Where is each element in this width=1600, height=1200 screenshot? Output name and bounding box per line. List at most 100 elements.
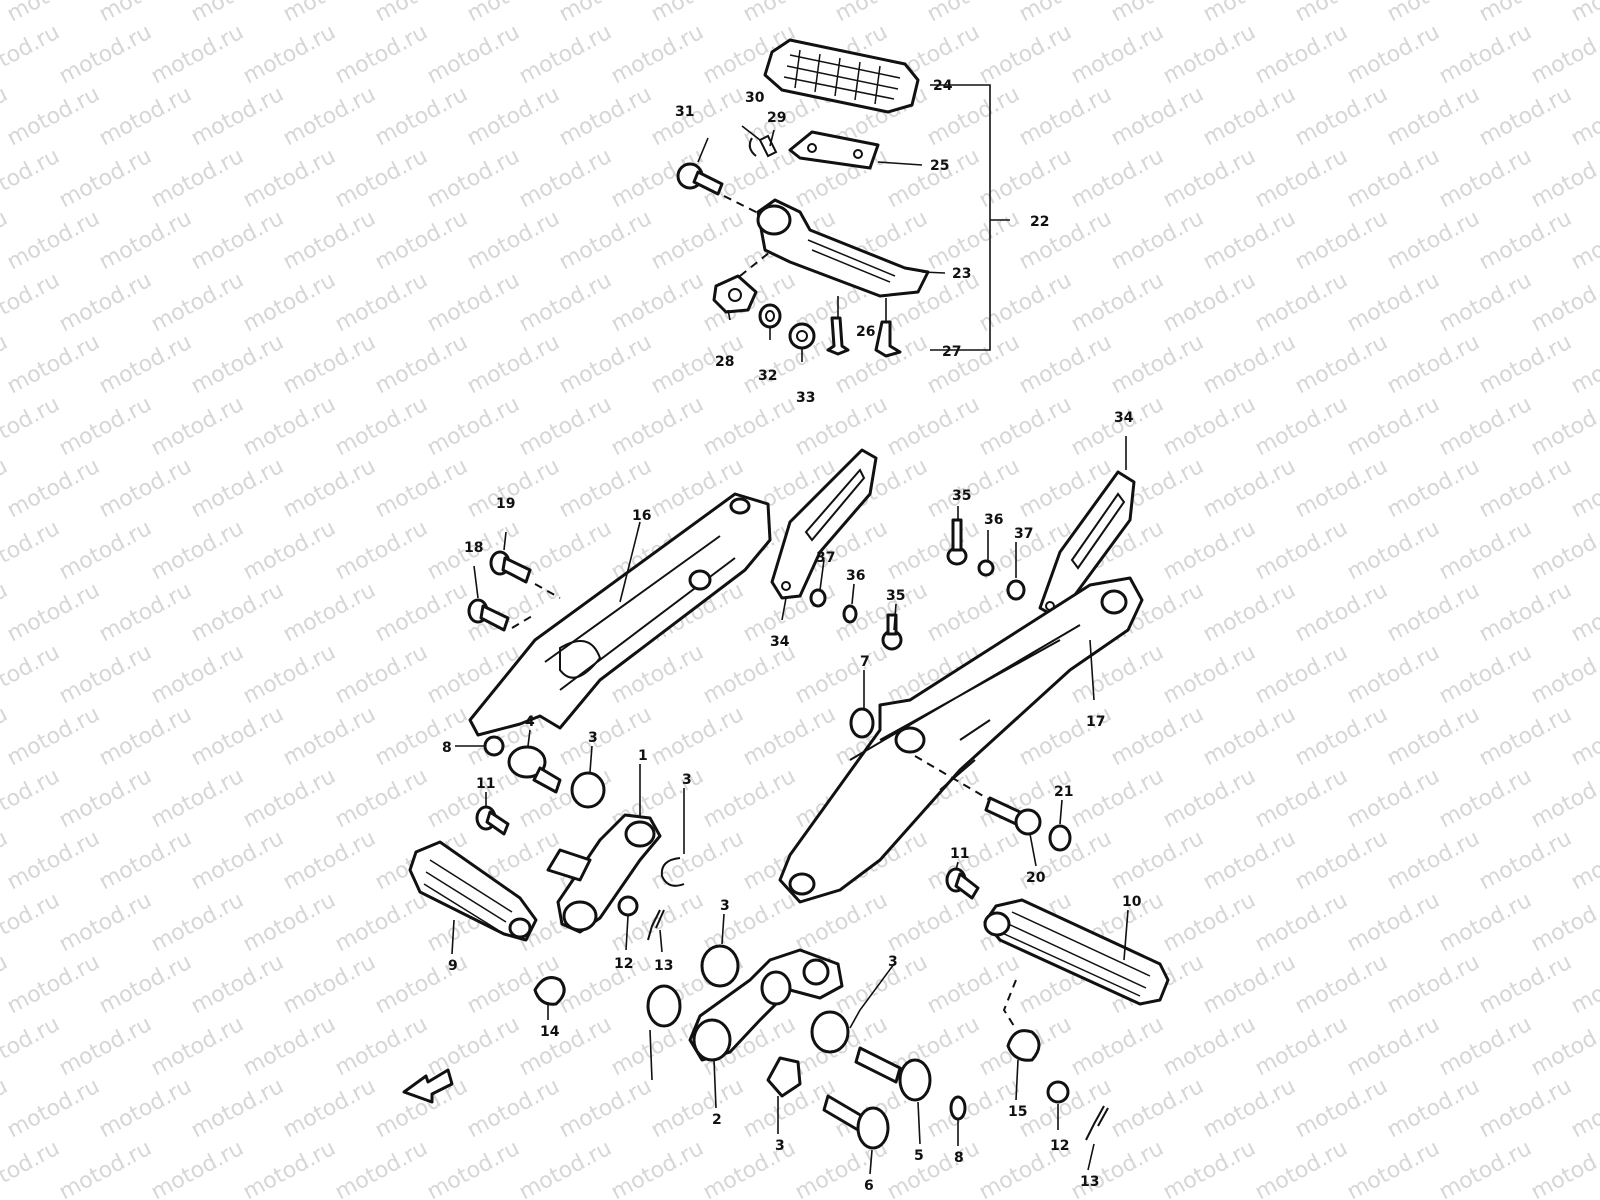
watermark-text: motod.ru (423, 1136, 524, 1200)
watermark-text: motod.ru (371, 578, 472, 647)
watermark-text: motod.ru (1527, 516, 1600, 585)
watermark-text: motod.ru (463, 206, 564, 275)
watermark-text: motod.ru (0, 1012, 64, 1081)
watermark-text: motod.ru (239, 20, 340, 89)
watermark-text: motod.ru (1435, 144, 1536, 213)
label-3-a: 3 (588, 730, 598, 746)
watermark-text: motod.ru (187, 82, 288, 151)
label-27: 27 (942, 344, 961, 360)
watermark-text: motod.ru (1291, 950, 1392, 1019)
label-11-left: 11 (476, 776, 495, 792)
watermark-text: motod.ru (95, 578, 196, 647)
watermark-text: motod.ru (371, 82, 472, 151)
nut-21 (1048, 824, 1072, 852)
watermark-text: motod.ru (1015, 702, 1116, 771)
watermark-text: motod.ru (555, 1074, 656, 1143)
watermark-text: motod.ru (1343, 1012, 1444, 1081)
label-36-left: 36 (846, 568, 865, 584)
watermark-text: motod.ru (1291, 330, 1392, 399)
watermark-text: motod.ru (1475, 950, 1576, 1019)
label-8-left: 8 (442, 740, 452, 756)
label-25: 25 (930, 158, 949, 174)
watermark-text: motod.ru (187, 1074, 288, 1143)
watermark-text: motod.ru (1435, 764, 1536, 833)
watermark-text: motod.ru (147, 144, 248, 213)
label-34-right: 34 (1114, 410, 1134, 426)
watermark-text: motod.ru (1527, 764, 1600, 833)
watermark-text: motod.ru (1159, 20, 1260, 89)
watermark-text: motod.ru (331, 764, 432, 833)
watermark-text: motod.ru (1291, 702, 1392, 771)
watermark-text: motod.ru (239, 1136, 340, 1200)
link-2 (688, 948, 844, 1062)
label-31: 31 (675, 104, 694, 120)
watermark-text: motod.ru (55, 1012, 156, 1081)
watermark-text: motod.ru (1159, 392, 1260, 461)
watermark-text: motod.ru (1251, 516, 1352, 585)
watermark-text: motod.ru (1199, 1074, 1300, 1143)
watermark-text: motod.ru (0, 888, 64, 957)
watermark-text: motod.ru (1435, 392, 1536, 461)
watermark-text: motod.ru (1067, 144, 1168, 213)
watermark-text: motod.ru (1251, 392, 1352, 461)
watermark-text: motod.ru (1291, 206, 1392, 275)
watermark-text: motod.ru (1291, 454, 1392, 523)
watermark-text: motod.ru (699, 764, 800, 833)
label-13-right: 13 (1080, 1174, 1099, 1190)
watermark-text: motod.ru (1251, 640, 1352, 709)
watermark-text: motod.ru (1475, 826, 1576, 895)
watermark-text: motod.ru (463, 82, 564, 151)
watermark-text: motod.ru (515, 144, 616, 213)
watermark-text: motod.ru (95, 950, 196, 1019)
circlip-3-left (660, 857, 685, 887)
watermark-text: motod.ru (1159, 144, 1260, 213)
bolt-19 (489, 550, 532, 584)
label-26: 26 (856, 324, 875, 340)
watermark-text: motod.ru (239, 764, 340, 833)
watermark-text: motod.ru (1383, 578, 1484, 647)
watermark-text: motod.ru (423, 144, 524, 213)
watermark-text: motod.ru (1567, 826, 1600, 895)
watermark-text: motod.ru (883, 144, 984, 213)
watermark-text: motod.ru (1159, 1136, 1260, 1200)
watermark-text: motod.ru (1107, 206, 1208, 275)
watermark-text: motod.ru (1067, 20, 1168, 89)
watermark-text: motod.ru (1343, 20, 1444, 89)
pivot-bolt-4 (507, 745, 562, 794)
watermark-text: motod.ru (3, 330, 104, 399)
watermark-text: motod.ru (95, 82, 196, 151)
label-7: 7 (860, 654, 870, 670)
watermark-text: motod.ru (1435, 1136, 1536, 1200)
bushing-3-center-left (646, 984, 682, 1028)
watermark-text: motod.ru (1251, 888, 1352, 957)
link-arm-1 (546, 813, 662, 934)
watermark-text: motod.ru (1567, 206, 1600, 275)
pivot-bolt-6 (822, 1094, 890, 1150)
watermark-text: motod.ru (279, 950, 380, 1019)
label-9: 9 (448, 958, 458, 974)
watermark-text: motod.ru (1567, 330, 1600, 399)
heel-plate-34-left (770, 448, 878, 600)
watermark-text: motod.ru (1199, 454, 1300, 523)
watermark-text: motod.ru (1343, 888, 1444, 957)
watermark-text: motod.ru (791, 640, 892, 709)
watermark-text: motod.ru (95, 826, 196, 895)
footrest-rubber-24 (763, 38, 920, 114)
bolt-8-left (483, 735, 505, 757)
label-1: 1 (638, 748, 648, 764)
washer-36-right (977, 559, 995, 577)
watermark-text: motod.ru (883, 516, 984, 585)
clip-30 (748, 137, 757, 157)
watermark-text: motod.ru (923, 330, 1024, 399)
watermark-text: motod.ru (1383, 950, 1484, 1019)
watermark-text: motod.ru (1435, 20, 1536, 89)
watermark-text: motod.ru (1291, 1074, 1392, 1143)
screw-26 (826, 316, 850, 356)
pivot-bolt-5 (854, 1046, 932, 1102)
watermark-text: motod.ru (1343, 268, 1444, 337)
label-35-left: 35 (886, 588, 905, 604)
watermark-text: motod.ru (1199, 82, 1300, 151)
watermark-text: motod.ru (923, 950, 1024, 1019)
watermark-text: motod.ru (1159, 764, 1260, 833)
